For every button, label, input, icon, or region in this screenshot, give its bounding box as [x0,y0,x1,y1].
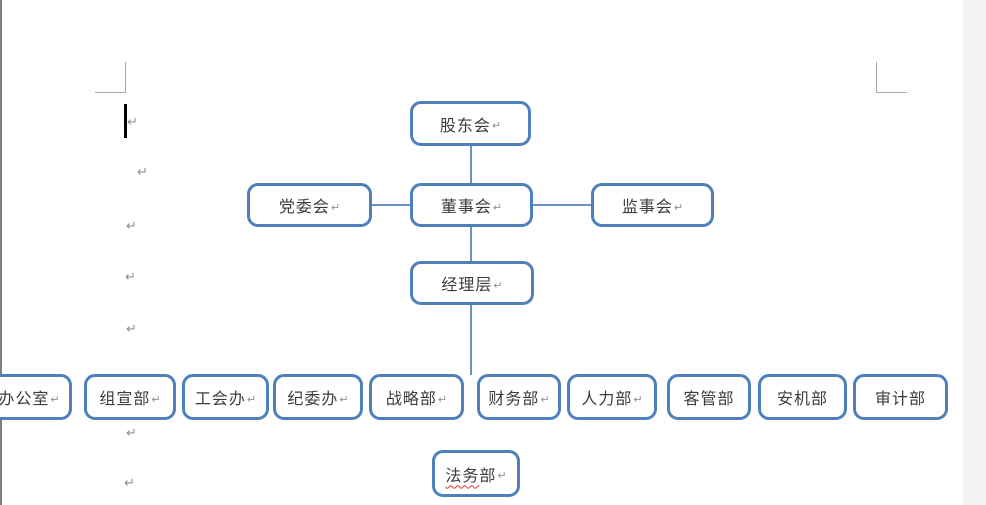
paragraph-mark: ↵ [339,392,349,406]
org-node-human-resources-dept[interactable]: 人力部↵ [567,374,657,420]
paragraph-mark: ↵ [126,322,137,337]
org-node-discipline-committee-office[interactable]: 纪委办↵ [273,374,363,420]
paragraph-mark: ↵ [330,200,341,214]
page-right-gutter [963,0,986,505]
connector-management-departments[interactable] [470,304,472,375]
paragraph-mark: ↵ [137,165,148,180]
org-node-board-of-directors[interactable]: 董事会↵ [410,183,533,227]
org-node-legal-dept[interactable]: 法务部↵ [432,450,520,497]
org-node-label: 监事会 [621,199,673,216]
connector-board-management[interactable] [470,227,472,262]
paragraph-mark: ↵ [124,476,135,491]
paragraph-mark: ↵ [125,270,136,285]
text-cursor [124,104,127,138]
org-node-customer-management-dept[interactable]: 客管部 [667,374,751,420]
connector-board-supervisory[interactable] [532,204,592,206]
org-node-label: 财务部 [488,391,540,408]
org-node-audit-dept[interactable]: 审计部 [853,374,948,420]
org-node-label: 经理层 [441,277,493,294]
org-node-label: 审计部 [874,391,926,408]
paragraph-mark: ↵ [50,392,60,406]
margin-corner-top-right-vertical [876,62,877,93]
paragraph-mark: ↵ [540,392,550,406]
org-node-label: 工会办 [194,391,246,408]
paragraph-mark: ↵ [492,200,503,214]
org-node-label: 部 [479,467,497,485]
org-node-general-office[interactable]: 办公室↵ [0,374,72,420]
paragraph-mark: ↵ [126,219,137,234]
org-node-label: 党委会 [278,199,330,216]
margin-corner-top-left-horizontal [95,92,126,93]
org-node-label: 股东会 [439,117,491,135]
org-node-label: 客管部 [683,391,735,408]
connector-shareholders-board[interactable] [470,146,472,184]
paragraph-mark: ↵ [126,426,137,441]
org-node-supervisory-board[interactable]: 监事会↵ [591,183,714,227]
paragraph-mark: ↵ [493,278,503,292]
connector-party-board[interactable] [371,204,411,206]
org-node-label: 纪委办 [287,391,339,408]
org-node-organization-publicity-dept[interactable]: 组宣部↵ [84,374,176,420]
paragraph-mark: ↵ [497,469,507,482]
org-node-label: 人力部 [581,391,633,408]
org-node-party-committee[interactable]: 党委会↵ [247,183,372,227]
margin-corner-top-right-horizontal [876,92,907,93]
page-left-edge [0,0,2,505]
org-node-label: 董事会 [440,199,492,216]
paragraph-mark: ↵ [151,392,161,406]
paragraph-mark: ↵ [246,392,257,406]
org-node-label: 安机部 [776,391,828,408]
paragraph-mark: ↵ [633,392,643,406]
margin-corner-top-left-vertical [125,62,126,93]
org-node-labor-union-office[interactable]: 工会办↵ [182,374,269,420]
org-node-strategy-dept[interactable]: 战略部↵ [369,374,464,420]
org-node-shareholders-meeting[interactable]: 股东会↵ [410,101,531,146]
org-node-label-misspelled: 法务 [445,467,480,485]
paragraph-mark: ↵ [673,200,684,214]
org-node-management-layer[interactable]: 经理层↵ [410,261,534,305]
paragraph-mark: ↵ [437,392,448,406]
org-node-label: 组宣部 [99,391,151,408]
org-node-label: 战略部 [385,391,437,408]
paragraph-mark: ↵ [127,115,138,130]
org-node-label: 办公室 [0,391,50,408]
paragraph-mark: ↵ [491,119,502,132]
org-node-finance-dept[interactable]: 财务部↵ [477,374,561,420]
org-node-security-equipment-dept[interactable]: 安机部 [758,374,847,420]
